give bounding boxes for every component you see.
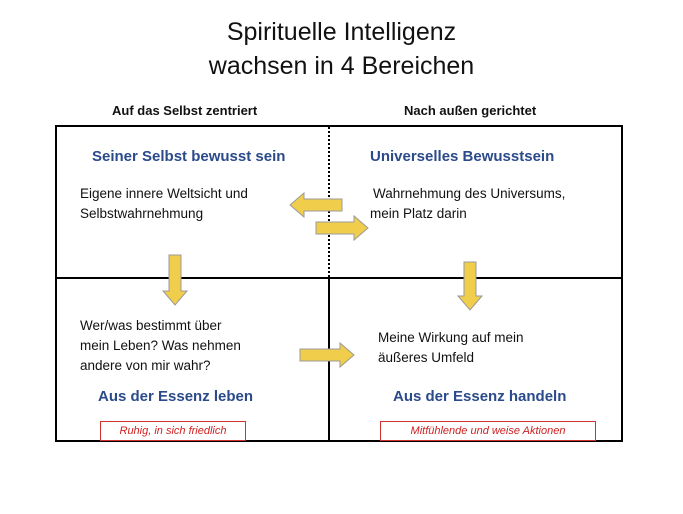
heading-seiner-selbst: Seiner Selbst bewusst sein	[92, 148, 286, 165]
text-bottom-right-line1: Meine Wirkung auf mein	[378, 330, 524, 345]
column-header-left: Auf das Selbst zentriert	[112, 103, 258, 118]
heading-universelles-bewusstsein: Universelles Bewusstsein	[370, 148, 555, 165]
text-bottom-right: Meine Wirkung auf mein äußeres Umfeld	[378, 328, 524, 368]
right-arrow-bottom-icon	[299, 341, 355, 369]
right-arrow-top-icon	[315, 214, 369, 242]
quadrant-grid	[55, 125, 623, 442]
text-bottom-left-line1: Wer/was bestimmt über	[80, 318, 222, 333]
text-bottom-left-line3: andere von mir wahr?	[80, 358, 211, 373]
horizontal-divider	[55, 277, 623, 279]
heading-aus-der-essenz-handeln: Aus der Essenz handeln	[393, 388, 567, 405]
down-arrow-left-icon	[161, 254, 189, 306]
heading-aus-der-essenz-leben: Aus der Essenz leben	[98, 388, 254, 405]
text-bottom-left-line2: mein Leben? Was nehmen	[80, 338, 241, 353]
text-top-left: Eigene innere Weltsicht und Selbstwahrne…	[80, 184, 248, 224]
text-top-left-line1: Eigene innere Weltsicht und	[80, 186, 248, 201]
text-top-right-line2: mein Platz darin	[370, 206, 467, 221]
text-top-right: Wahrnehmung des Universums, mein Platz d…	[370, 184, 565, 224]
text-top-right-line1: Wahrnehmung des Universums,	[373, 186, 566, 201]
column-header-right: Nach außen gerichtet	[404, 103, 537, 118]
title-line-2: wachsen in 4 Bereichen	[208, 52, 475, 80]
title-line-1: Spirituelle Intelligenz	[226, 18, 457, 46]
down-arrow-right-icon	[456, 261, 484, 311]
text-bottom-left: Wer/was bestimmt über mein Leben? Was ne…	[80, 316, 241, 376]
text-bottom-right-line2: äußeres Umfeld	[378, 350, 475, 365]
box-mitfuehlende: Mitfühlende und weise Aktionen	[380, 421, 596, 441]
left-arrow-icon	[289, 191, 343, 219]
box-ruhig: Ruhig, in sich friedlich	[100, 421, 246, 441]
text-top-left-line2: Selbstwahrnehmung	[80, 206, 204, 221]
